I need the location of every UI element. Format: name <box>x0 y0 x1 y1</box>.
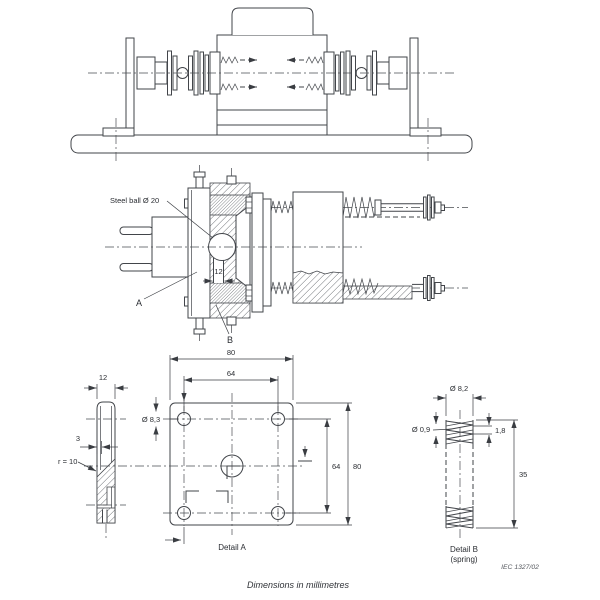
steel-ball-leader <box>166 200 214 239</box>
carriage-hatched-part <box>292 270 344 304</box>
corner-mark-1 <box>185 490 199 503</box>
top-cap <box>231 7 314 35</box>
label-b-leader <box>215 304 230 335</box>
spring-od-label: Ø 8,2 <box>450 384 468 393</box>
dim-80-top: 80 <box>227 348 235 357</box>
footer: IEC 1327/02 Dimensions in millimetres <box>247 564 539 590</box>
flange-plate-2 <box>262 198 272 307</box>
gap-dim-label: 12 <box>214 267 222 276</box>
flange-plate-1 <box>251 192 264 313</box>
label-b: B <box>227 335 233 345</box>
detail-b-caption: Detail B <box>450 545 478 554</box>
central-block <box>216 34 328 136</box>
hole-dia-label: Ø 8,3 <box>142 415 160 424</box>
steel-ball-label: Steel ball Ø 20 <box>110 196 159 205</box>
pull-rod-lower <box>342 275 445 301</box>
corner-mark-2 <box>216 490 229 503</box>
detail-b-view: Ø 8,2 Ø 0,9 1,8 35 Detail B (spring) <box>412 384 528 564</box>
side-width-dim: 12 <box>99 373 107 382</box>
iec-reference: IEC 1327/02 <box>501 564 539 571</box>
dim-64-top: 64 <box>227 369 235 378</box>
label-a: A <box>136 298 142 308</box>
center-hole-mark <box>226 465 240 479</box>
detail-b-subcaption: (spring) <box>450 555 477 564</box>
label-a-leader <box>143 271 198 300</box>
radius-label: r = 10 <box>58 457 77 466</box>
l-bracket <box>125 37 135 137</box>
wire-dia-label: Ø 0,9 <box>412 425 430 434</box>
spring-small-lower <box>270 281 294 295</box>
spring-upper <box>220 56 239 64</box>
side-thickness-dim: 3 <box>76 434 80 443</box>
spring-coils-top <box>445 420 474 444</box>
pitch-label: 1,8 <box>495 426 505 435</box>
section-view: Steel ball Ø 20 12 A B <box>105 165 468 345</box>
detail-a-view: 80 64 64 80 Ø 8,3 Detail A <box>84 348 361 552</box>
spring-length-label: 35 <box>519 470 527 479</box>
dim-80-right: 80 <box>353 462 361 471</box>
threaded-zone-lower <box>209 282 251 304</box>
l-bracket-foot <box>102 127 135 137</box>
plate-side-view: 12 3 r = 10 <box>58 373 128 541</box>
radius-leader <box>77 461 97 472</box>
top-view-assembly <box>70 7 473 163</box>
pull-rod-upper <box>342 194 445 221</box>
base-plate <box>70 134 473 154</box>
spring-coils-bottom <box>445 506 474 529</box>
plug-pin-upper <box>119 226 154 235</box>
plug-pin-lower <box>119 263 154 272</box>
dim-64-right: 64 <box>332 462 340 471</box>
spring-small-upper <box>270 200 294 214</box>
detail-a-caption: Detail A <box>218 543 246 552</box>
dimensions-note: Dimensions in millimetres <box>247 580 350 590</box>
spring-lower <box>220 83 239 91</box>
plate-hatch-upper <box>96 458 116 506</box>
